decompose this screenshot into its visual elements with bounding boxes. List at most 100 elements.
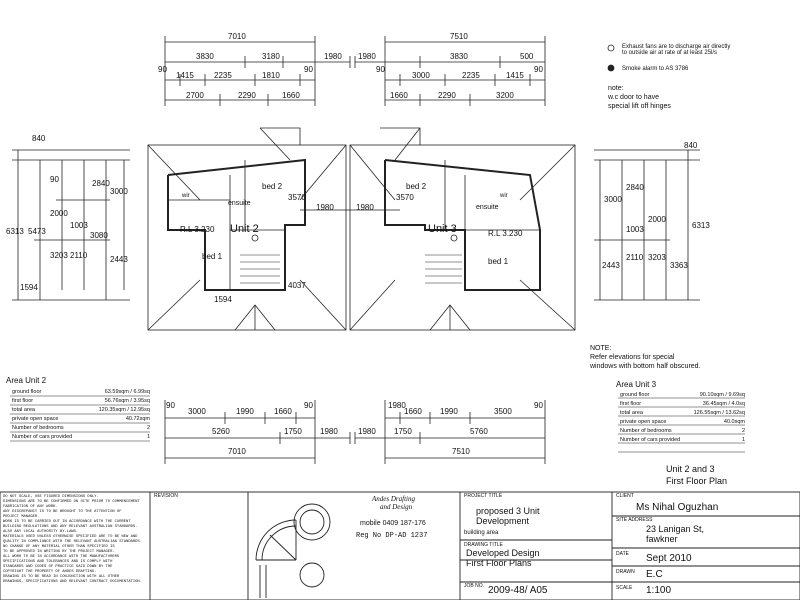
unit3-wir: wir [500, 193, 508, 199]
dim-mid-1: 1980 [356, 203, 374, 212]
dims-side-right [594, 149, 700, 301]
area-row-value: 40.72sqm [125, 416, 150, 422]
general-note-line: DO NOT SCALE, USE FIGURED DIMENSIONS ONL… [3, 495, 99, 499]
project-title-line1: proposed 3 Unit [476, 506, 540, 516]
unit3-ensuite: ensuite [476, 204, 499, 211]
building-area: building area [464, 530, 499, 536]
dim-side-right-6: 2110 [626, 253, 644, 262]
dim-top-left-r3-0: 2700 [186, 91, 204, 100]
unit3-plan [349, 127, 576, 331]
dim-side-right-2: 2840 [626, 183, 644, 192]
area-unit2-title: Area Unit 2 [6, 376, 47, 385]
wc-note: note: w.c door to have special lift off … [608, 84, 671, 111]
job-no: 2009-48/ A05 [488, 585, 548, 596]
area-row-key: private open space [620, 419, 667, 425]
dim-top-right-r2-1: 3000 [412, 71, 430, 80]
dim-side-left-10: 3080 [90, 231, 108, 240]
area-row-value: 2 [741, 428, 745, 434]
dim-mid-4: 4037 [288, 281, 306, 290]
dim-bottom-left-r1-0: 90 [166, 401, 175, 410]
unit3-bed2: bed 2 [406, 182, 427, 191]
dim-side-left-5: 3000 [110, 187, 128, 196]
general-note-line: ALSO ANY LOCAL AUTHORITY BY-LAWS. [3, 530, 79, 534]
date-value: Sept 2010 [646, 553, 692, 564]
exhaust-fan-icon [607, 44, 615, 52]
dims-side-left [12, 149, 130, 301]
dim-bottom-right-overall: 7510 [452, 447, 470, 456]
company-name: Andes Drafting and Design [372, 495, 415, 511]
area-row-value: 90.10sqm / 9.69sq [699, 392, 745, 398]
general-note-line: ALL WORK TO BE IN ACCORDANCE WITH THE MA… [3, 555, 120, 559]
client-name: Ms Nihal Oguzhan [636, 502, 719, 513]
unit3-rl: R.L 3.230 [488, 229, 523, 238]
dim-top-left-r3-1: 2290 [238, 91, 256, 100]
elevation-note-line1: NOTE: [590, 345, 612, 352]
dim-bottom-right-r2-1: 1750 [394, 427, 412, 436]
general-note-line: STANDARDS AND CODES OF PRACTICE SAID DOW… [3, 565, 113, 569]
drawing-title-label: DRAWING TITLE [464, 542, 503, 548]
dim-side-right-3: 3000 [604, 195, 622, 204]
dim-top-left-r2-4: 90 [304, 65, 313, 74]
dim-side-left-11: 2443 [110, 255, 128, 264]
dim-mid-5: 1594 [214, 295, 232, 304]
general-notes: DO NOT SCALE, USE FIGURED DIMENSIONS ONL… [3, 495, 148, 585]
area-row-value: 1 [741, 437, 745, 443]
drawn-label: DRAWN [616, 569, 635, 575]
job-no-label: JOB NO. [464, 583, 485, 589]
unit2-label: Unit 2 [230, 223, 259, 235]
area-unit3-table: ground floor 90.10sqm / 9.69sq first floor… [620, 391, 745, 445]
dim-top-right-r1-1: 3830 [450, 52, 468, 61]
dim-top-right-r2-4: 90 [534, 65, 543, 74]
dim-top-left-r1-0: 3830 [196, 52, 214, 61]
dim-bottom-left-r1-1: 3000 [188, 407, 206, 416]
general-note-line: BUILDING REGULATIONS AND ANY RELEVANT AU… [3, 525, 138, 529]
general-note-line: DRAWINGS, SPECIFICATIONS AND RELEVANT CO… [3, 580, 142, 584]
dim-top-left-r2-1: 1415 [176, 71, 194, 80]
drawing-title-line2: First Floor Plans [466, 558, 532, 569]
dim-bottom-left-r2-2: 1980 [320, 427, 338, 436]
drawing-title: Developed Design First Floor Plans [466, 548, 540, 569]
dim-bottom-left-r2-1: 1750 [284, 427, 302, 436]
area-row-value: 63.59sqm / 6.99sq [104, 389, 150, 395]
dim-top-left-r2-3: 1810 [262, 71, 280, 80]
area-row-key: Number of cars provided [12, 434, 73, 440]
company-name-line1: Andes Drafting [372, 495, 415, 503]
dim-side-right-0: 840 [684, 141, 698, 150]
area-row-value: 126.55sqm / 13.62sq [693, 410, 745, 416]
exhaust-note-line2: to outside air at rate of at least 25l/s [622, 50, 718, 56]
dim-bottom-right-r1-0: 1980 [388, 401, 406, 410]
site-address-line2: fawkner [646, 534, 678, 545]
dim-side-right-8: 3363 [670, 261, 688, 270]
dim-top-right-r2-0: 90 [376, 65, 385, 74]
area-row-value: 36.45sqm / 4.0sq [702, 401, 745, 407]
unit2-rl: R.L 3.230 [180, 225, 215, 234]
unit2-ensuite: ensuite [228, 200, 251, 207]
area-row-value: 40.0sqm [723, 419, 745, 425]
dims-top-right [354, 36, 546, 106]
dim-bottom-right-r1-3: 3500 [494, 407, 512, 416]
area-row-key: Number of bedrooms [12, 425, 64, 431]
unit3-label: Unit 3 [428, 223, 457, 235]
company-mobile: mobile 0409 187-176 [360, 520, 426, 527]
dim-side-left-3: 1594 [20, 283, 38, 292]
area-row-key: ground floor [620, 392, 650, 398]
dim-top-left-r1-1: 3180 [262, 52, 280, 61]
dim-top-right-r3-1: 2290 [438, 91, 456, 100]
dim-side-left-7: 3203 [50, 251, 68, 260]
dim-side-right-9: 1003 [626, 225, 644, 234]
dim-bottom-left-r1-4: 90 [304, 401, 313, 410]
dim-bottom-right-r1-1: 1660 [404, 407, 422, 416]
dims-bottom-right [354, 400, 546, 464]
general-note-line: DIMENSIONS ARE TO BE CONFIRMED ON SITE P… [3, 500, 140, 504]
title-block-frame [0, 491, 800, 600]
wc-note-line3: special lift off hinges [608, 103, 671, 111]
exhaust-note: Exhaust fans are to discharge air direct… [622, 44, 730, 56]
